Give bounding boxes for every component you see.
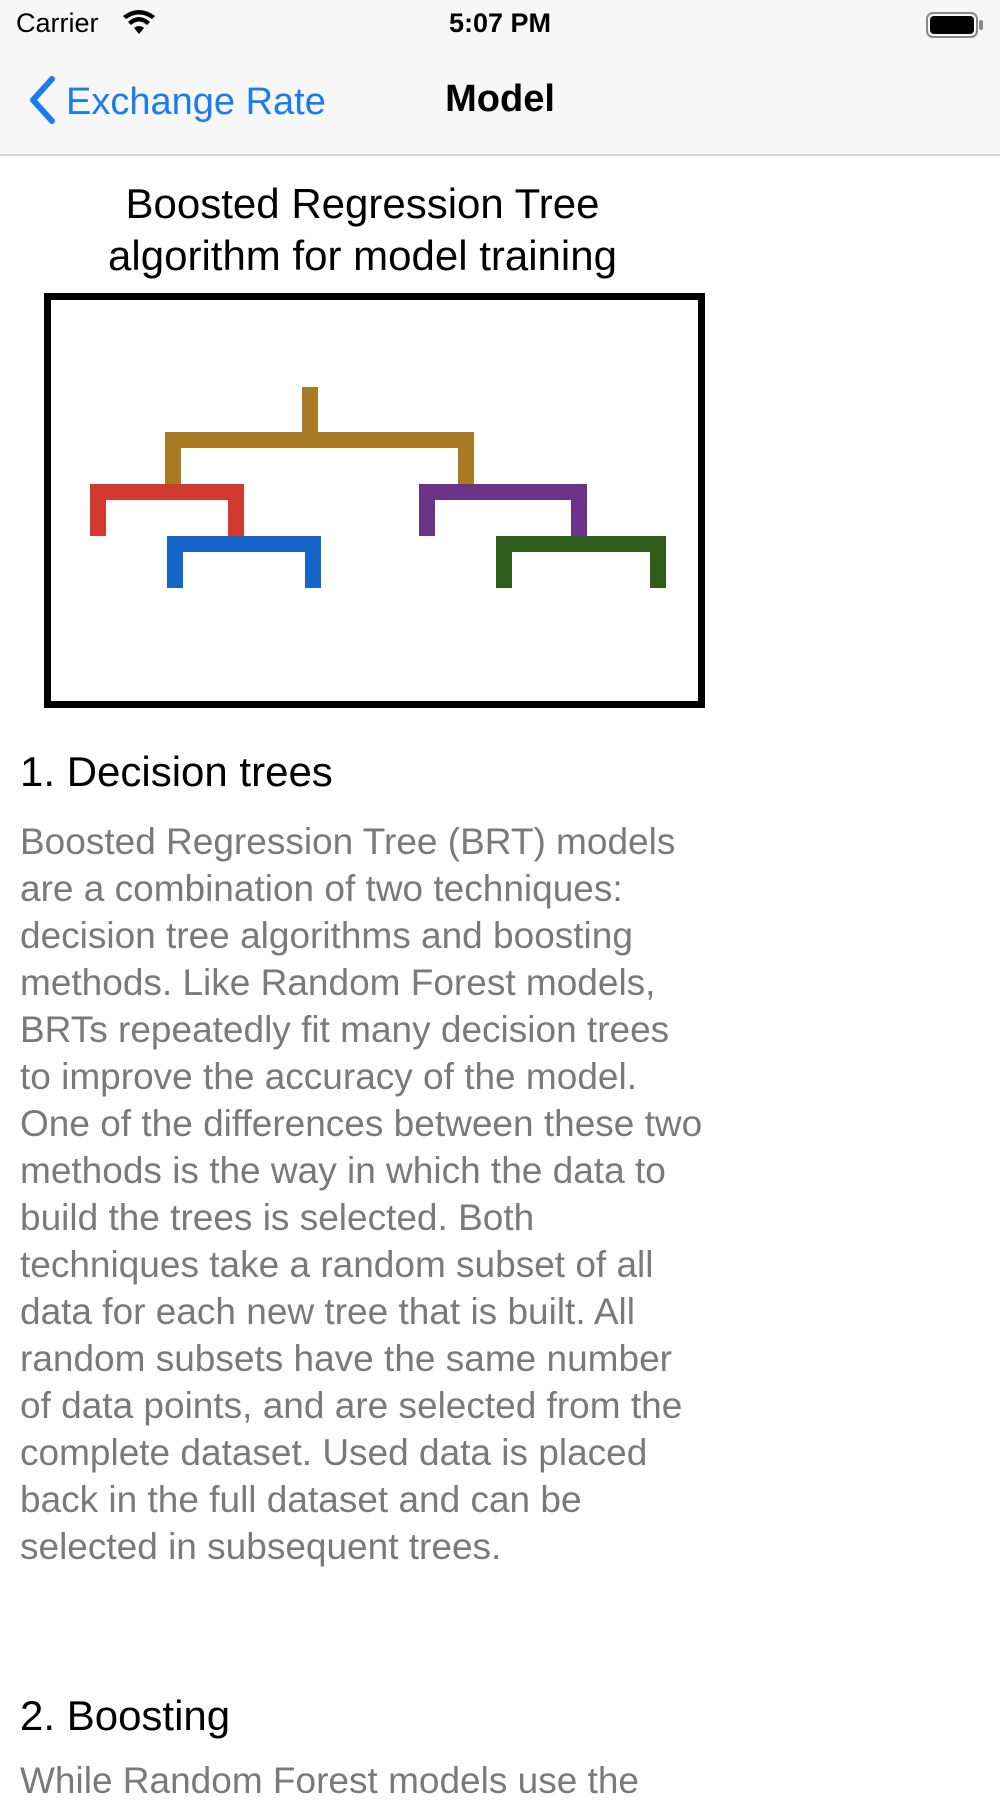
page-title: Model	[445, 78, 555, 120]
root-stem	[302, 387, 318, 439]
tree-diagram-frame	[44, 293, 705, 708]
left-sub-left-drop	[167, 536, 183, 588]
wifi-icon	[122, 10, 156, 41]
section-heading-decision-trees: 1. Decision trees	[20, 748, 333, 795]
diagram-title-line-2: algorithm for model training	[108, 232, 617, 279]
right-sub-right-drop	[650, 536, 666, 588]
back-button-label: Exchange Rate	[66, 80, 326, 123]
root-bar	[165, 432, 474, 448]
status-time: 5:07 PM	[448, 8, 552, 38]
navigation-bar: Exchange Rate Model	[0, 52, 1000, 156]
carrier-label: Carrier	[16, 8, 99, 38]
tree-right-branch	[419, 484, 587, 536]
root-left-drop	[165, 432, 181, 484]
tree-root-branch	[165, 387, 474, 484]
section-heading-boosting: 2. Boosting	[20, 1692, 231, 1739]
right-right-drop	[571, 484, 587, 536]
tree-diagram	[90, 387, 666, 588]
root-right-drop	[458, 432, 474, 484]
status-bar: Carrier 5:07 PM	[0, 0, 1000, 52]
left-sub-right-drop	[305, 536, 321, 588]
back-button[interactable]: Exchange Rate	[28, 74, 326, 130]
right-sub-left-drop	[496, 536, 512, 588]
left-right-drop	[228, 484, 244, 536]
diagram-title: Boosted Regression Tree algorithm for mo…	[20, 178, 705, 282]
right-left-drop	[419, 484, 435, 536]
right-bar	[419, 484, 587, 500]
tree-right-sub-branch	[496, 536, 666, 588]
tree-left-branch	[90, 484, 244, 536]
left-bar	[90, 484, 244, 500]
tree-left-sub-branch	[167, 536, 321, 588]
diagram-title-line-1: Boosted Regression Tree	[125, 180, 600, 227]
left-left-drop	[90, 484, 106, 536]
left-sub-bar	[167, 536, 321, 552]
section-body-decision-trees: Boosted Regression Tree (BRT) models are…	[20, 821, 703, 1567]
right-sub-bar	[496, 536, 666, 552]
battery-icon	[926, 12, 984, 43]
chevron-left-icon	[28, 75, 56, 130]
section-body-boosting: While Random Forest models use the	[20, 1760, 639, 1801]
